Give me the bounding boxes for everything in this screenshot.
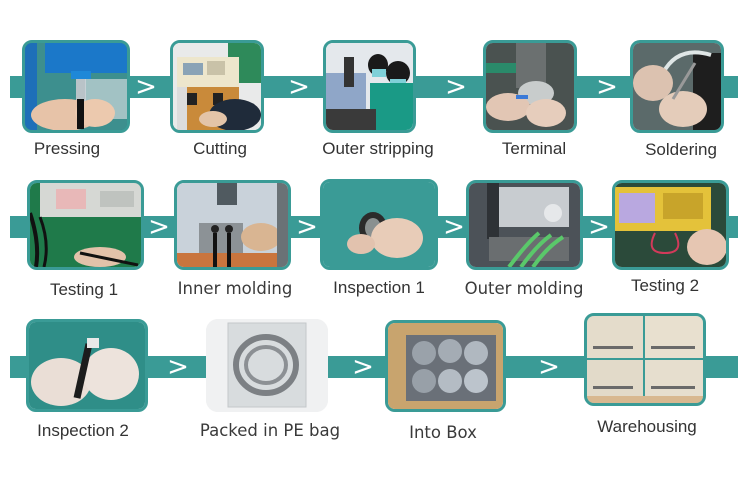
chevron-right-icon: >: [288, 72, 310, 102]
step-label: Warehousing: [597, 417, 697, 436]
step-label: Inner molding: [177, 279, 293, 298]
chevron-right-icon: >: [596, 72, 618, 102]
chevron-right-icon: >: [352, 352, 374, 382]
chevron-right-icon: >: [148, 212, 170, 242]
chevron-right-icon: >: [296, 212, 318, 242]
chevron-right-icon: >: [445, 72, 467, 102]
step-label: Terminal: [501, 139, 567, 158]
step-photo-testing-1: [27, 180, 144, 270]
step-label: Testing 1: [49, 280, 119, 299]
step-photo-into-box: [385, 320, 506, 412]
step-label: Outer molding: [464, 279, 584, 298]
step-label: Soldering: [645, 140, 717, 159]
step-label: Outer stripping: [322, 139, 434, 158]
step-label: Inspection 1: [333, 278, 425, 297]
step-label: Inspection 2: [37, 421, 129, 440]
step-photo-inner-molding: [174, 180, 291, 270]
step-photo-warehousing: [584, 313, 706, 406]
step-photo-inspection-2: [26, 319, 148, 412]
step-label: Into Box: [409, 423, 477, 442]
step-photo-packed-in-pe-bag: [206, 319, 328, 412]
step-label: Testing 2: [630, 276, 700, 295]
step-label: Cutting: [193, 139, 247, 158]
chevron-right-icon: >: [588, 212, 610, 242]
step-photo-cutting: [170, 40, 264, 133]
chevron-right-icon: >: [167, 352, 189, 382]
step-photo-inspection-1: [320, 179, 438, 270]
step-photo-soldering: [630, 40, 724, 133]
step-label: Pressing: [33, 139, 101, 158]
chevron-right-icon: >: [443, 212, 465, 242]
flow-band-row-3: [10, 356, 738, 378]
chevron-right-icon: >: [135, 72, 157, 102]
step-photo-outer-molding: [466, 180, 583, 270]
step-photo-testing-2: [612, 180, 729, 270]
step-photo-outer-stripping: [323, 40, 416, 133]
step-label: Packed in PE bag: [199, 421, 341, 440]
step-photo-terminal: [483, 40, 577, 133]
chevron-right-icon: >: [538, 352, 560, 382]
step-photo-pressing: [22, 40, 130, 133]
